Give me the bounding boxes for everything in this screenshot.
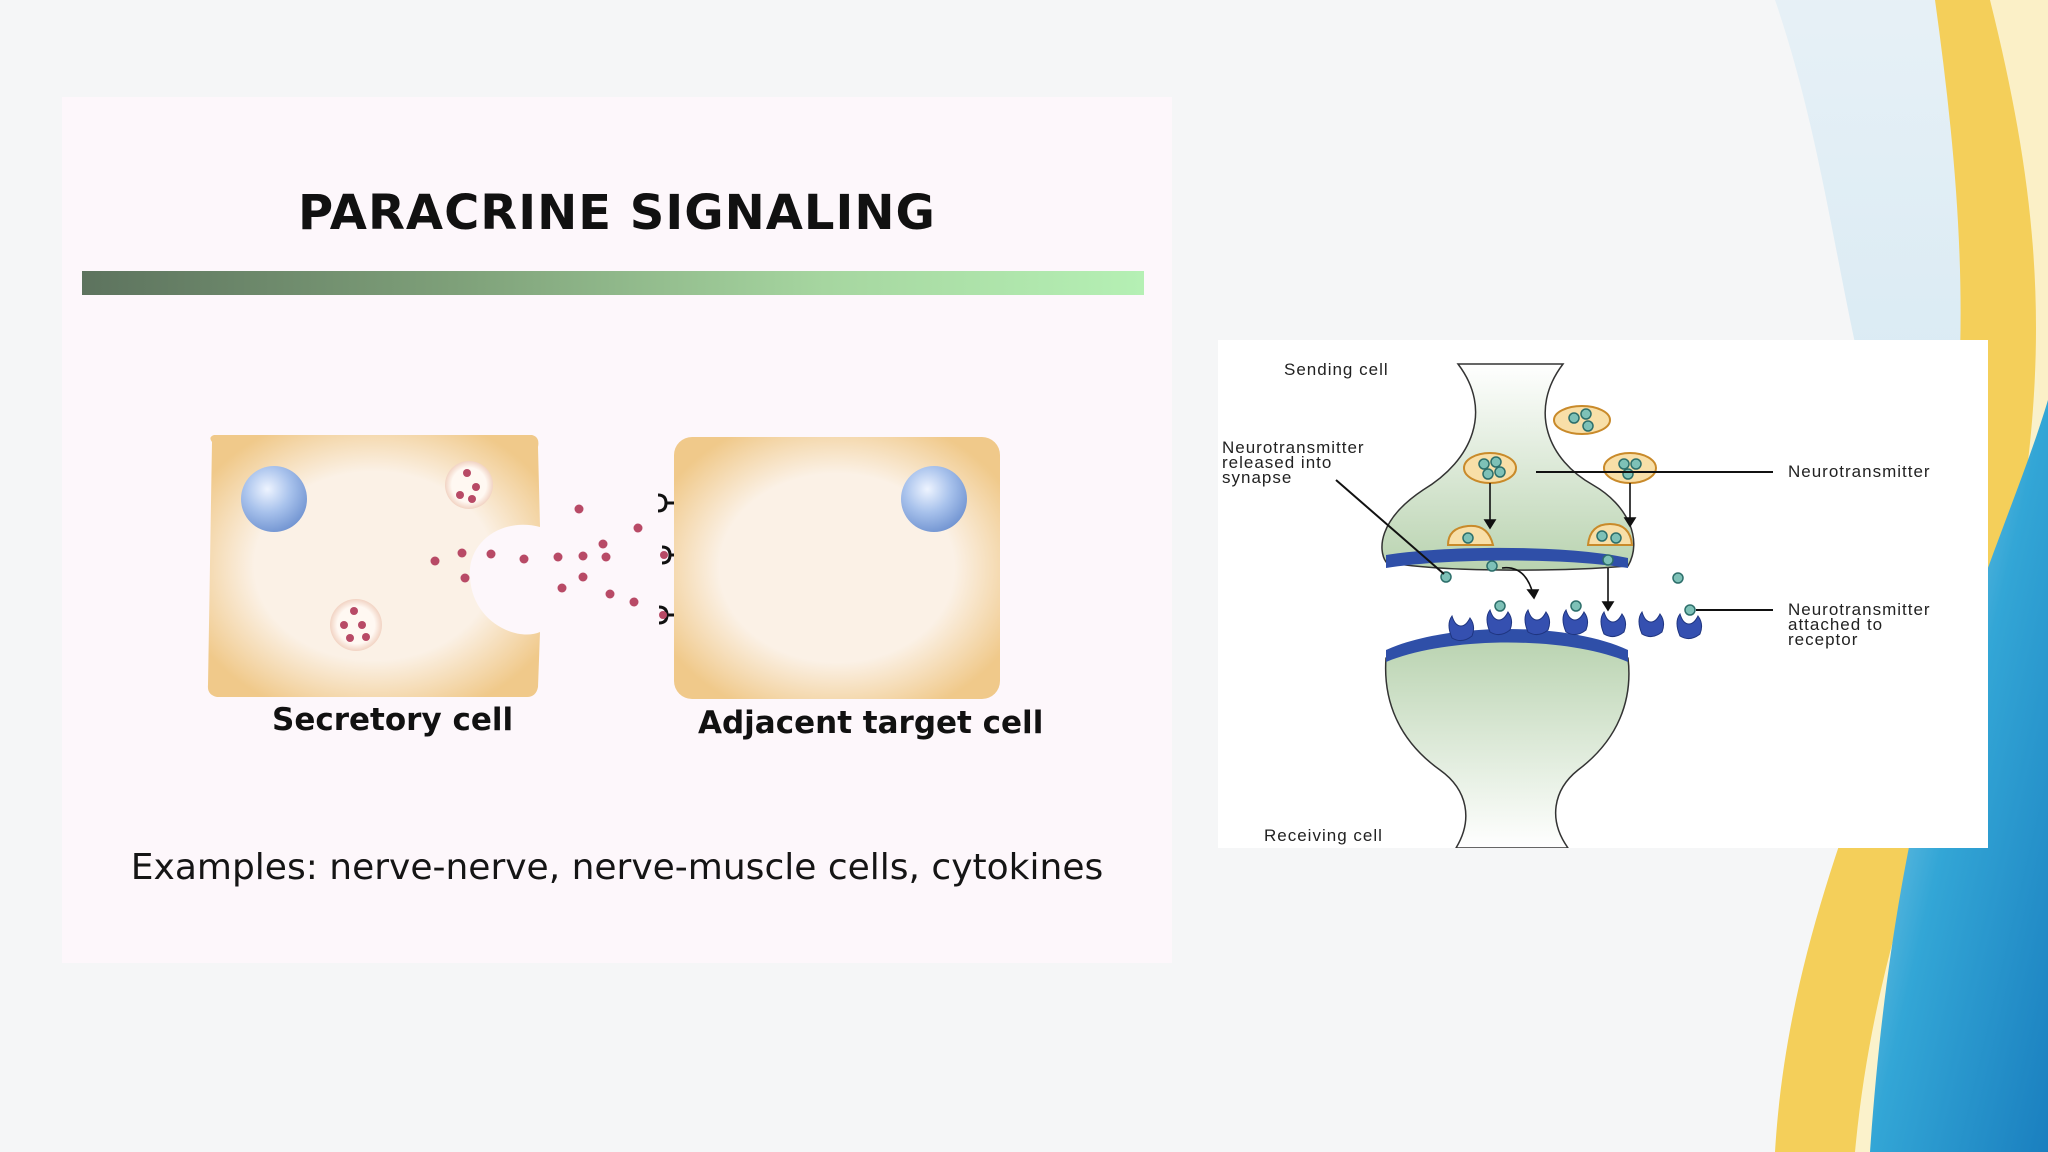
receptor-proteins: [1448, 608, 1703, 642]
examples-text: Examples: nerve-nerve, nerve-muscle cell…: [130, 847, 1104, 888]
presynaptic-membrane: [1386, 547, 1628, 568]
slide-title: PARACRINE SIGNALING: [298, 185, 936, 241]
paracrine-panel: PARACRINE SIGNALING: [62, 97, 1172, 963]
secretory-nucleus: [241, 466, 307, 532]
receiving-cell-body: [1384, 636, 1630, 848]
secretory-cell-label: Secretory cell: [272, 702, 514, 738]
postsynaptic-membrane: [1386, 629, 1628, 662]
sending-cell-label: Sending cell: [1284, 360, 1389, 379]
released-label: Neurotransmitter released into synapse: [1222, 438, 1365, 487]
attached-label: Neurotransmitter attached to receptor: [1788, 600, 1931, 649]
paracrine-illustration: [207, 435, 1000, 699]
vesicle: [330, 599, 382, 651]
synapse-illustration: [1335, 363, 1773, 848]
title-underline-bar: [82, 271, 1144, 295]
target-nucleus: [901, 466, 967, 532]
vesicle: [445, 461, 493, 509]
synapse-panel: Sending cell Neurotransmitter released i…: [1218, 340, 1988, 848]
receiving-cell-label: Receiving cell: [1264, 826, 1383, 845]
neurotransmitter-label: Neurotransmitter: [1788, 462, 1931, 481]
signal-molecules: [430, 504, 643, 607]
target-cell-label: Adjacent target cell: [698, 705, 1044, 741]
